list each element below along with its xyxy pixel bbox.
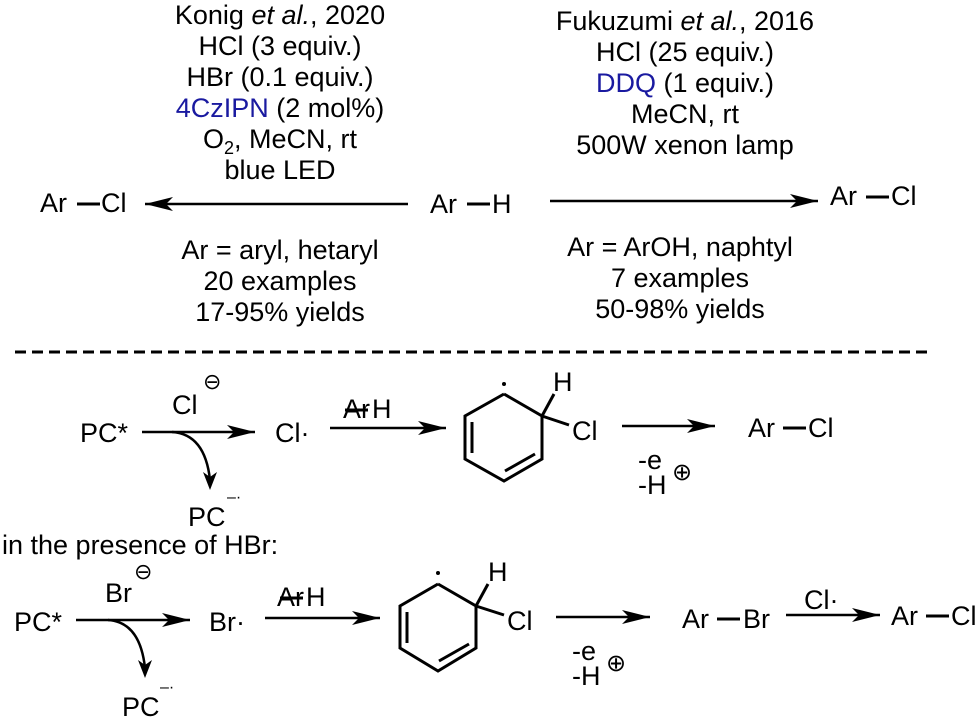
- left-light: blue LED: [224, 155, 336, 185]
- intermediate-cl: Cl: [572, 416, 598, 446]
- substrate-h: H: [492, 189, 512, 219]
- pc-reduced: PC: [188, 502, 226, 532]
- reagent-ar: Ar: [343, 394, 370, 424]
- reduction-curved-arrow-2: [107, 618, 147, 669]
- anion-charge-2: ⊖: [134, 559, 153, 584]
- reagent-h-2: H: [306, 582, 326, 612]
- right-conditions: Fukuzumi et al., 2016 HCl (25 equiv.) DD…: [520, 6, 850, 161]
- product-ar-2: Ar: [891, 601, 918, 631]
- right-product-ar: Ar: [830, 181, 857, 211]
- left-solvent: O2, MeCN, rt: [202, 124, 358, 158]
- left-product-ar: Ar: [40, 188, 67, 218]
- loss-proton: -H: [638, 470, 667, 500]
- chlorine-radical-reagent: Cl·: [804, 585, 839, 615]
- loss-electron-2: -e: [572, 636, 597, 666]
- reagent-h: H: [372, 394, 392, 424]
- proton-charge: ⊕: [672, 459, 693, 486]
- chlorine-radical: Cl·: [275, 418, 310, 448]
- pc-reduced-2: PC: [122, 692, 160, 722]
- oxidant-name: DDQ: [595, 68, 656, 98]
- hbr-caption: in the presence of HBr:: [2, 530, 279, 560]
- aryl-bromide-br: Br: [743, 604, 770, 634]
- anion-charge: ⊖: [203, 369, 222, 394]
- catalyst-name: 4CzIPN: [175, 93, 269, 123]
- left-scope: Ar = aryl, hetaryl 20 examples 17-95% yi…: [181, 235, 379, 327]
- left-condition-1: HCl (3 equiv.): [198, 31, 362, 61]
- right-scope: Ar = ArOH, naphtyl 7 examples 50-98% yie…: [567, 232, 793, 324]
- loss-electron: -e: [638, 445, 663, 475]
- left-product-cl: Cl: [101, 188, 127, 218]
- product-cl: Cl: [808, 413, 834, 443]
- proton-charge-2: ⊕: [606, 650, 627, 677]
- cyclohexadienyl-ring-2: [398, 582, 505, 673]
- intermediate-cl-2: Cl: [507, 606, 533, 636]
- left-reference: Konig et al., 2020: [174, 0, 386, 30]
- bromide-anion: Br: [105, 578, 132, 608]
- substrate-ar: Ar: [430, 189, 457, 219]
- intermediate-h-2: H: [488, 557, 508, 587]
- pc-star-2: PC*: [14, 607, 63, 637]
- right-reference: Fukuzumi et al., 2016: [555, 6, 815, 36]
- left-condition-2: HBr (0.1 equiv.): [186, 62, 374, 92]
- pc-star: PC*: [80, 418, 129, 448]
- reagent-ar-2: Ar: [277, 582, 304, 612]
- product-ar: Ar: [748, 413, 775, 443]
- aryl-bromide-ar: Ar: [682, 604, 709, 634]
- bromine-radical: Br·: [209, 607, 245, 637]
- product-cl-2: Cl: [951, 601, 977, 631]
- pc-reduced-charge-2: –·: [160, 679, 175, 696]
- right-product-cl: Cl: [891, 181, 917, 211]
- left-conditions: Konig et al., 2020 HCl (3 equiv.) HBr (0…: [155, 0, 405, 186]
- left-catalyst: 4CzIPN (2 mol%): [175, 93, 385, 123]
- reduction-curved-arrow: [171, 430, 212, 481]
- intermediate-h: H: [553, 367, 573, 397]
- cyclohexadienyl-ring-1: [463, 392, 570, 483]
- right-oxidant: DDQ (1 equiv.): [595, 68, 775, 98]
- loss-proton-2: -H: [572, 661, 601, 691]
- chloride-anion: Cl: [172, 390, 198, 420]
- pc-reduced-charge: –·: [227, 489, 242, 506]
